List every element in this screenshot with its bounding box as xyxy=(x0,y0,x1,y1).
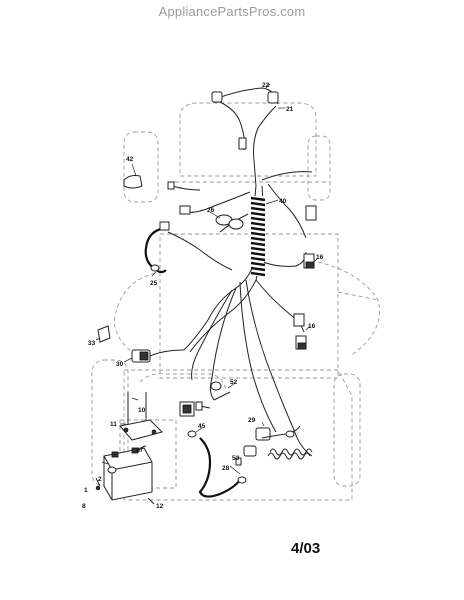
seat-switch xyxy=(179,381,235,417)
right-switches xyxy=(293,205,319,350)
tractor-outline xyxy=(91,102,380,501)
callout-labels: 22 21 42 26 40 16 25 33 16 30 52 10 11 4… xyxy=(82,82,324,510)
left-cable xyxy=(144,221,170,277)
site-watermark: AppliancePartsPros.com xyxy=(158,4,306,19)
callout-22: 22 xyxy=(262,82,270,89)
solenoid-cable xyxy=(187,427,247,498)
callout-2: 2 xyxy=(98,476,102,483)
page-code: 4/03 xyxy=(291,540,321,557)
switch-cluster xyxy=(179,205,244,230)
callout-53: 53 xyxy=(232,455,240,462)
front-left-connector xyxy=(123,163,201,191)
connector-33 xyxy=(95,325,111,343)
callout-29: 29 xyxy=(248,417,256,424)
callout-16-upper: 16 xyxy=(316,254,324,261)
callout-27: 27 xyxy=(136,447,144,454)
callout-30: 30 xyxy=(116,361,124,368)
callout-26: 26 xyxy=(207,207,215,214)
callout-1: 1 xyxy=(84,487,88,494)
callout-40: 40 xyxy=(279,198,287,205)
spiral-wrap xyxy=(250,196,266,277)
callout-33: 33 xyxy=(88,340,96,347)
callout-28: 28 xyxy=(222,465,230,472)
battery-assembly xyxy=(95,392,163,505)
callout-16-lower: 16 xyxy=(308,323,316,330)
callout-12: 12 xyxy=(156,503,164,510)
connector-30 xyxy=(123,349,185,363)
coil-cable xyxy=(235,421,313,466)
callout-21: 21 xyxy=(286,106,294,113)
callout-8: 8 xyxy=(82,503,86,510)
callout-11: 11 xyxy=(110,421,117,428)
headlight-harness xyxy=(211,83,285,187)
callout-52: 52 xyxy=(230,379,238,386)
callout-25: 25 xyxy=(150,280,158,287)
callout-45: 45 xyxy=(198,423,206,430)
callout-42: 42 xyxy=(126,156,134,163)
callout-10: 10 xyxy=(138,407,146,414)
